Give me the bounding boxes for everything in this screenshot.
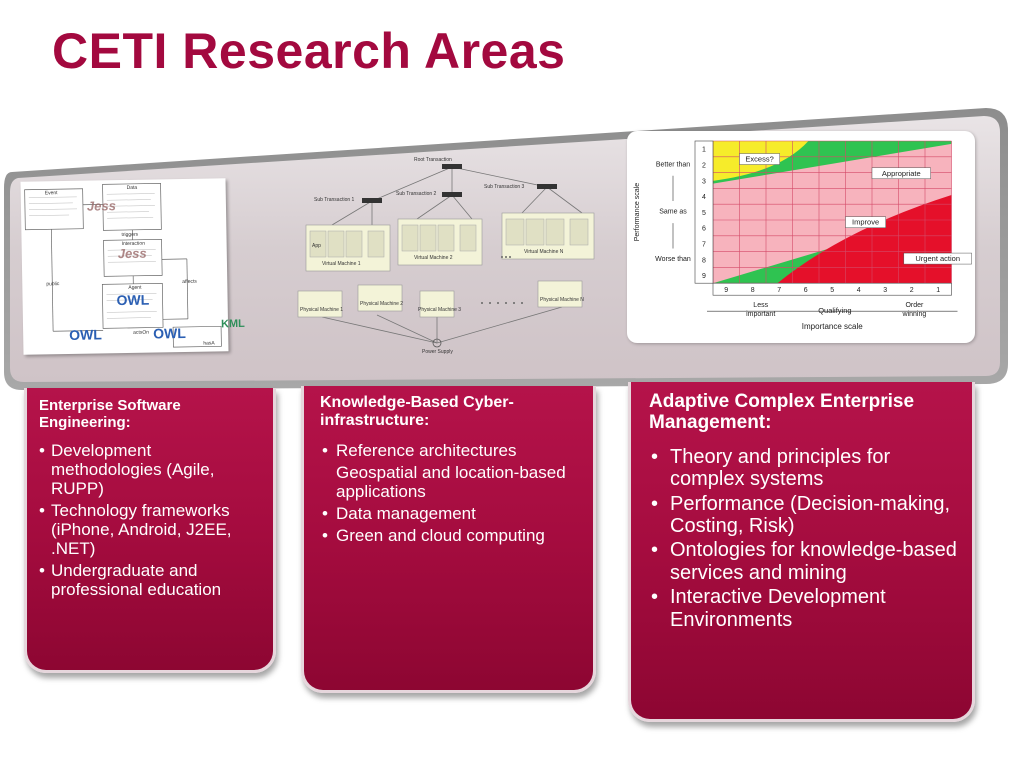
col-number: 7 <box>777 287 781 294</box>
zone-label: Excess? <box>745 155 773 164</box>
uml-label-affects: affects <box>182 278 197 285</box>
column-1-item-3: Undergraduate and professional education <box>39 561 263 599</box>
column-1-item-2: Technology frameworks (iPhone, Android, … <box>39 501 263 558</box>
uml-box-event: Event <box>44 190 58 197</box>
kml-logo: KML <box>220 317 245 331</box>
column-enterprise-software-engineering: Enterprise Software Engineering: Develop… <box>24 388 276 673</box>
zone-label: Urgent action <box>915 254 960 263</box>
col-number: 5 <box>830 287 834 294</box>
zone-label-box <box>903 252 972 265</box>
uml-box-agent: Agent <box>128 284 142 291</box>
zone-label: Improve <box>852 218 879 227</box>
column-1-list: Development methodologies (Agile, RUPP) … <box>39 441 263 599</box>
column-3-list: Theory and principles for complex system… <box>649 446 962 631</box>
ontology-uml-figure: Event Data Interaction Agent triggers pu… <box>20 178 245 355</box>
owl-logo-2: OWL <box>69 326 102 343</box>
x-label-order-2: winning <box>902 311 927 318</box>
zone-label-box <box>871 167 931 180</box>
column-3-item-2: Performance (Decision-making, Costing, R… <box>649 493 962 538</box>
vm-1-label: Virtual Machine 1 <box>322 261 361 267</box>
column-2-list: Reference architectures Geospatial and l… <box>320 441 583 545</box>
column-3-item-3: Ontologies for knowledge-based services … <box>649 539 962 584</box>
column-2-heading: Knowledge-Based Cyber-infrastructure: <box>320 394 514 429</box>
x-label-less: Less <box>753 302 768 309</box>
x-label-order: Order <box>905 302 924 309</box>
column-2-item-3: Data management <box>320 504 583 523</box>
zone-label: Appropriate <box>882 169 921 178</box>
physical-machine-3-label: Physical Machine 3 <box>418 307 462 313</box>
column-3-item-1: Theory and principles for complex system… <box>649 446 962 491</box>
uml-box-data: Data <box>126 184 138 191</box>
virtual-machine-architecture-figure: Root Transaction Sub Transaction 1 Sub T… <box>292 157 612 357</box>
uml-label-public: public <box>46 281 60 288</box>
row-number: 3 <box>702 178 706 185</box>
uml-label-triggers: triggers <box>121 231 139 239</box>
row-number: 2 <box>702 163 706 170</box>
sub-transaction-3-label: Sub Transaction 3 <box>484 184 525 190</box>
jess-logo-2: Jess <box>117 245 147 262</box>
row-number: 4 <box>702 194 706 201</box>
col-number: 9 <box>724 287 728 294</box>
column-1-item-1: Development methodologies (Agile, RUPP) <box>39 441 263 498</box>
row-number-strip <box>694 140 714 284</box>
column-2-item-1: Reference architectures <box>320 441 583 460</box>
uml-label-actson: actsOn <box>133 329 150 336</box>
column-knowledge-based-cyberinfrastructure: Knowledge-Based Cyber-infrastructure: Re… <box>301 386 596 693</box>
owl-logo-1: OWL <box>116 291 150 309</box>
y-label-worse: Worse than <box>655 256 691 263</box>
physical-machine-1-label: Physical Machine 1 <box>300 307 344 313</box>
power-supply-label: Power Supply <box>422 349 453 355</box>
col-number: 2 <box>910 287 914 294</box>
x-label-qualifying: Qualifying <box>818 306 851 315</box>
row-number: 9 <box>702 273 706 280</box>
col-number: 3 <box>883 287 887 294</box>
col-number-strip <box>712 282 952 296</box>
sub-transaction-2-label: Sub Transaction 2 <box>396 191 437 197</box>
page-title: CETI Research Areas <box>52 23 566 79</box>
owl-logo-3: OWL <box>153 324 186 342</box>
y-label-same: Same as <box>659 209 687 216</box>
root-transaction-label: Root Transaction <box>414 157 452 163</box>
column-3-item-4: Interactive Development Environments <box>649 586 962 631</box>
col-number: 6 <box>804 287 808 294</box>
y-label-better: Better than <box>656 161 690 168</box>
x-axis-title: Importance scale <box>802 322 863 331</box>
x-label-less-2: important <box>746 311 775 318</box>
physical-machine-2-label: Physical Machine 2 <box>360 301 404 307</box>
row-number: 5 <box>702 210 706 217</box>
column-3-heading: Adaptive Complex Enterprise Management: <box>649 391 915 433</box>
physical-machine-n-label: Physical Machine N <box>540 297 584 303</box>
column-1-heading: Enterprise Software Engineering: <box>39 397 181 431</box>
col-number: 1 <box>936 287 940 294</box>
row-number: 1 <box>702 147 706 154</box>
col-number: 8 <box>751 287 755 294</box>
column-2-item-2: Geospatial and location-based applicatio… <box>336 463 566 502</box>
vm-n-label: Virtual Machine N <box>524 249 564 255</box>
y-axis-title: Performance scale <box>634 183 641 241</box>
column-adaptive-complex-enterprise-management: Adaptive Complex Enterprise Management: … <box>628 382 975 722</box>
column-2-item-4: Green and cloud computing <box>320 526 583 545</box>
sub-transaction-1-label: Sub Transaction 1 <box>314 197 355 203</box>
zone-label-box <box>845 216 886 228</box>
zone-label-box <box>739 153 780 165</box>
row-number: 8 <box>702 257 706 264</box>
vm-2-label: Virtual Machine 2 <box>414 255 453 261</box>
row-number: 6 <box>702 226 706 233</box>
col-number: 4 <box>857 287 861 294</box>
jess-logo-1: Jess <box>86 198 116 214</box>
app-label: App <box>312 243 321 249</box>
row-number: 7 <box>702 242 706 249</box>
uml-label-hasa: hasA <box>203 340 215 347</box>
